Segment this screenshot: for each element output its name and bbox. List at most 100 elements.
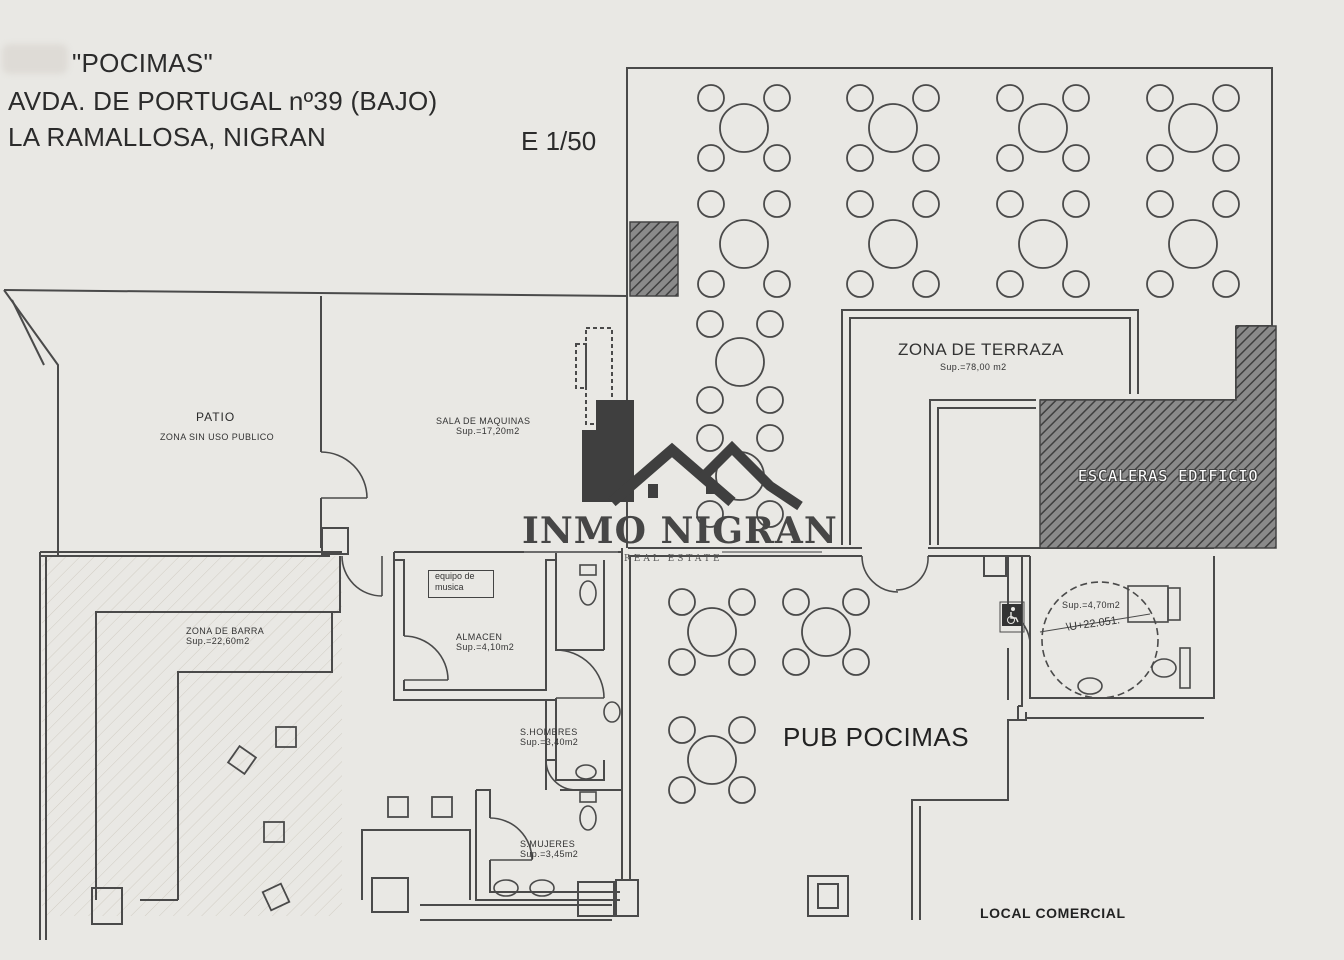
watermark-brand: INMO NIGRAN: [522, 510, 838, 552]
chair: [668, 776, 696, 804]
chair: [912, 144, 940, 172]
chair: [756, 310, 784, 338]
patio-label: PATIO: [196, 410, 236, 424]
table-sets: [668, 84, 1240, 804]
chair: [697, 144, 725, 172]
chair: [912, 84, 940, 112]
chair: [1146, 270, 1174, 298]
chair: [697, 84, 725, 112]
table: [1168, 103, 1218, 153]
chair: [846, 270, 874, 298]
chair: [912, 190, 940, 218]
chair: [842, 648, 870, 676]
table: [715, 337, 765, 387]
chair: [782, 648, 810, 676]
accessible-wc-area: Sup.=4,70m2: [1062, 600, 1121, 610]
chair: [756, 500, 784, 528]
chair: [1062, 84, 1090, 112]
chair: [696, 424, 724, 452]
music-equipment-box: equipo de musica: [428, 570, 494, 598]
chair: [1062, 270, 1090, 298]
hatched-column: [629, 221, 679, 297]
chair: [1146, 190, 1174, 218]
chair: [846, 190, 874, 218]
chair: [696, 386, 724, 414]
stairs-label: ESCALERAS EDIFICIO: [1078, 467, 1259, 485]
terrace-area: Sup.=78,00 m2: [940, 362, 1007, 372]
table: [1168, 219, 1218, 269]
chair: [756, 386, 784, 414]
chair: [1212, 84, 1240, 112]
local-comercial-label: LOCAL COMERCIAL: [980, 905, 1126, 921]
chair: [782, 588, 810, 616]
chair: [996, 190, 1024, 218]
chair: [668, 588, 696, 616]
chair: [842, 588, 870, 616]
chair: [912, 270, 940, 298]
mens-wc-area: Sup.=3,40m2: [520, 737, 579, 747]
chair: [1212, 190, 1240, 218]
chair: [697, 270, 725, 298]
logo-building: [524, 400, 822, 553]
address-line-2: LA RAMALLOSA, NIGRAN: [8, 122, 327, 152]
chair: [728, 716, 756, 744]
chair: [696, 310, 724, 338]
chair: [1062, 190, 1090, 218]
chair: [696, 500, 724, 528]
chair: [763, 270, 791, 298]
chair: [697, 190, 725, 218]
chair: [846, 84, 874, 112]
chair: [728, 776, 756, 804]
chair: [846, 144, 874, 172]
machine-room-label: SALA DE MAQUINAS: [436, 416, 531, 426]
table: [719, 103, 769, 153]
chair: [668, 716, 696, 744]
terrace-label: ZONA DE TERRAZA: [898, 340, 1064, 359]
chair: [1146, 144, 1174, 172]
bar-zone-area: Sup.=22,60m2: [186, 636, 250, 646]
chair: [668, 648, 696, 676]
table: [687, 735, 737, 785]
chair: [763, 84, 791, 112]
chair: [763, 190, 791, 218]
chair: [763, 144, 791, 172]
bar-floor-shading: [42, 556, 342, 916]
bar-stools: [226, 726, 453, 912]
table: [719, 219, 769, 269]
machine-room-area: Sup.=17,20m2: [456, 426, 520, 436]
project-name: "POCIMAS": [72, 48, 214, 78]
table: [868, 219, 918, 269]
stairs-hatch: [1039, 325, 1277, 549]
watermark-tagline: REAL ESTATE: [624, 554, 723, 564]
chair: [728, 588, 756, 616]
womens-wc-label: S.MUJERES: [520, 839, 576, 849]
address-line-1: AVDA. DE PORTUGAL nº39 (BAJO): [8, 86, 438, 116]
sanitary-fixtures: [493, 564, 1191, 897]
table: [801, 607, 851, 657]
mens-wc-label: S.HOMBRES: [520, 727, 578, 737]
table: [1018, 103, 1068, 153]
storage-area: Sup.=4,10m2: [456, 642, 515, 652]
table: [868, 103, 918, 153]
bar-zone-label: ZONA DE BARRA: [186, 626, 265, 636]
chair: [1212, 270, 1240, 298]
redaction-blur: [2, 44, 68, 74]
chair: [996, 84, 1024, 112]
storage-label: ALMACEN: [456, 632, 503, 642]
womens-wc-area: Sup.=3,45m2: [520, 849, 579, 859]
accessibility-icon: [1002, 604, 1022, 626]
chair: [996, 270, 1024, 298]
chair: [756, 424, 784, 452]
pub-name-label: PUB POCIMAS: [783, 722, 970, 752]
table: [1018, 219, 1068, 269]
chair: [1146, 84, 1174, 112]
chair: [728, 648, 756, 676]
chair: [1062, 144, 1090, 172]
patio-sublabel: ZONA SIN USO PUBLICO: [160, 432, 275, 442]
table: [687, 607, 737, 657]
chair: [996, 144, 1024, 172]
scale-label: E 1/50: [521, 126, 597, 156]
chair: [1212, 144, 1240, 172]
